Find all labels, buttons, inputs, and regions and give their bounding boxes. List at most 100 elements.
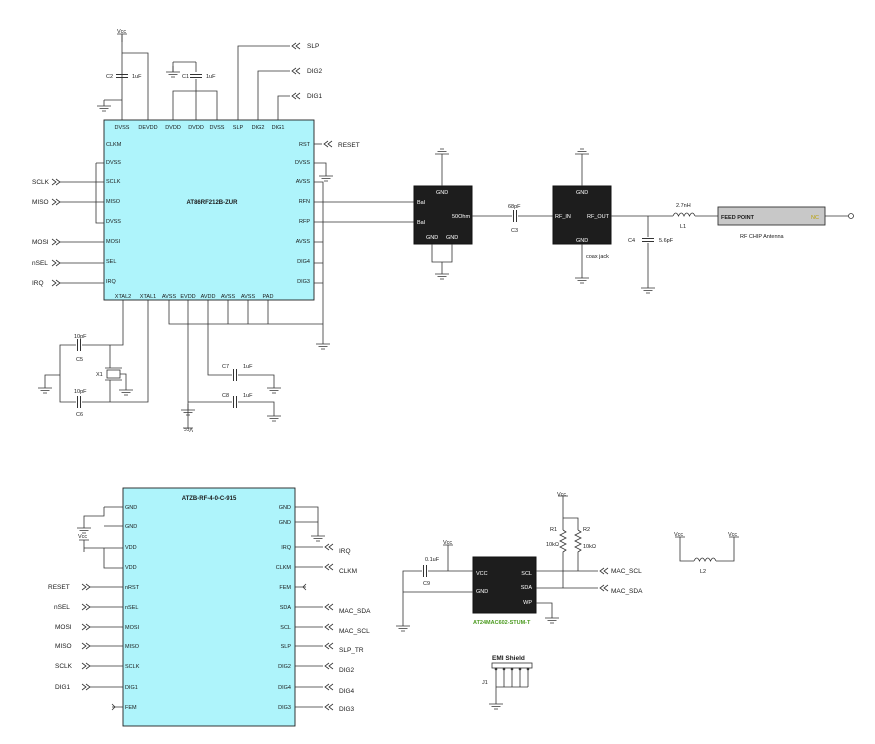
- balun-gnd-top: GND: [436, 190, 448, 196]
- net-slp: SLP: [307, 43, 319, 50]
- c4-ref: C4: [628, 238, 635, 244]
- net-mosi: MOSI: [32, 239, 49, 246]
- c4-symbol: [641, 238, 655, 242]
- module-net-dig4: DIG4: [339, 688, 355, 695]
- coax-gnd-bot: GND: [576, 238, 588, 244]
- r2-symbol: [574, 529, 582, 571]
- c3-value: 68pF: [508, 204, 521, 210]
- r1-ref: R1: [550, 527, 557, 533]
- c2-value: 1uF: [132, 74, 142, 80]
- module-pin-right-4: CLKM: [276, 565, 292, 571]
- dig2-out-icon: [324, 662, 334, 670]
- module-pin-left-5: nRST: [125, 585, 140, 591]
- gnd-coax-bottom: [574, 271, 590, 284]
- clkm-out-icon: [324, 563, 334, 571]
- coax-body: [552, 185, 612, 245]
- shield-title: EMI Shield: [492, 655, 525, 662]
- module-pin-right-1: GND: [279, 505, 291, 511]
- eeprom-net-sda: MAC_SDA: [611, 588, 643, 595]
- u1-pin-bot-8: PAD: [263, 294, 274, 300]
- miso-in-icon: [81, 642, 91, 650]
- module-pin-right-8: SLP: [281, 644, 292, 650]
- eeprom-name: AT24MAC602-STUM-T: [473, 620, 531, 626]
- nsel-connector-icon: [51, 259, 61, 267]
- u1-pin-top-1: DVSS: [115, 125, 130, 131]
- x1-ref: X1: [96, 372, 103, 378]
- gnd-balun-bottom: [434, 267, 450, 280]
- module-pin-left-6: nSEL: [125, 605, 138, 611]
- r2-ref: R2: [583, 527, 590, 533]
- module-net-miso: MISO: [55, 643, 72, 650]
- gnd-x1: [118, 383, 134, 396]
- u1-bottom-wiring: Vcc C7 1uF C8 1uF: [168, 300, 323, 432]
- eeprom-pin-scl: SCL: [521, 571, 532, 577]
- net-dig1: DIG1: [307, 93, 323, 100]
- gnd-u1-right: [315, 337, 331, 350]
- module-right-wiring: IRQ CLKM MAC_SDA MAC_SCL SLP_TR DIG2 DIG…: [295, 506, 371, 713]
- module-pin-right-11: DIG3: [278, 705, 291, 711]
- c6-ref: C6: [76, 412, 83, 418]
- balun: GND Bal Bal 50Ohm GND GND: [413, 148, 473, 280]
- u1-pin-bot-4: EVDD: [180, 294, 195, 300]
- module-name: ATZB-RF-4-0-C-915: [182, 496, 237, 502]
- gnd-eeprom: [395, 619, 411, 632]
- c8-value: 1uF: [243, 393, 253, 399]
- module-net-mac-scl: MAC_SCL: [339, 628, 370, 635]
- eeprom-net-scl: MAC_SCL: [611, 568, 642, 575]
- gnd-module-right: [310, 529, 326, 542]
- u1-pin-bot-3: AVSS: [162, 294, 177, 300]
- gnd-c4: [640, 281, 656, 294]
- module-net-dig2: DIG2: [339, 667, 355, 674]
- vcc-symbol-l2-left: [674, 536, 686, 546]
- c3-ref: C3: [511, 228, 518, 234]
- r1-value: 10kΩ: [546, 542, 559, 548]
- irq-connector-icon: [51, 279, 61, 287]
- l2-ref: L2: [700, 569, 706, 575]
- coax-gnd-top: GND: [576, 190, 588, 196]
- sclk-connector-icon: [51, 178, 61, 186]
- antenna-nc: NC: [811, 215, 819, 221]
- u1-pin-left-1: CLKM: [106, 142, 122, 148]
- slp-connector-icon: [291, 42, 301, 50]
- vcc-label-top: Vcc: [117, 29, 126, 35]
- module-net-reset: RESET: [48, 584, 70, 591]
- u1-top-wiring: Vcc C2 1uF C1 1uF SLP DIG2 DIG1: [96, 29, 323, 120]
- c5-symbol: [77, 338, 81, 352]
- module-net-dig3: DIG3: [339, 706, 355, 713]
- u1-pin-right-4: RFN: [299, 199, 310, 205]
- u1-pin-top-4: DVDD: [188, 125, 204, 131]
- r2-value: 10kΩ: [583, 544, 596, 550]
- coax-label: coax jack: [586, 254, 609, 260]
- eeprom-pin-wp: WP: [523, 600, 532, 606]
- balun-gnd-bl: GND: [426, 235, 438, 241]
- u1-body: [103, 119, 315, 301]
- module-pin-right-3: IRQ: [281, 545, 292, 551]
- module-net-slp-tr: SLP_TR: [339, 647, 364, 654]
- u1-pin-left-3: SCLK: [106, 179, 121, 185]
- l2-section: Vcc Vcc L2: [674, 532, 740, 575]
- u1-left-wiring: SCLK MISO MOSI nSEL IRQ: [32, 162, 104, 287]
- miso-connector-icon: [51, 198, 61, 206]
- u1-pin-top-7: DIG2: [252, 125, 265, 131]
- c8-ref: C8: [222, 393, 229, 399]
- c1-symbol: [189, 74, 203, 78]
- u1-pin-right-7: DIG4: [297, 259, 310, 265]
- c6-symbol: [77, 395, 81, 409]
- module-left-wiring: Vcc RESET nSEL MOSI MISO SCLK DIG1: [48, 506, 123, 711]
- mac-sda-connector-icon: [599, 584, 609, 592]
- eeprom-pin-gnd: GND: [476, 589, 488, 595]
- u1-pin-left-4: MISO: [106, 199, 121, 205]
- zigbit-module: ATZB-RF-4-0-C-915 GND GND VDD VDD nRST n…: [122, 487, 296, 727]
- net-reset: RESET: [338, 142, 360, 149]
- gnd-coax-top: [574, 148, 590, 161]
- antenna-label: RF CHIP Antenna: [740, 234, 785, 240]
- module-pin-left-8: MISO: [125, 644, 140, 650]
- module-pin-left-4: VDD: [125, 565, 137, 571]
- eeprom-body: [472, 556, 537, 614]
- gnd-u1-dvss: [318, 169, 334, 182]
- module-pin-left-1: GND: [125, 505, 137, 511]
- net-sclk: SCLK: [32, 179, 50, 186]
- u1-name: AT86RF212B-ZUR: [187, 200, 239, 206]
- vcc-symbol-l2-right: [728, 536, 740, 546]
